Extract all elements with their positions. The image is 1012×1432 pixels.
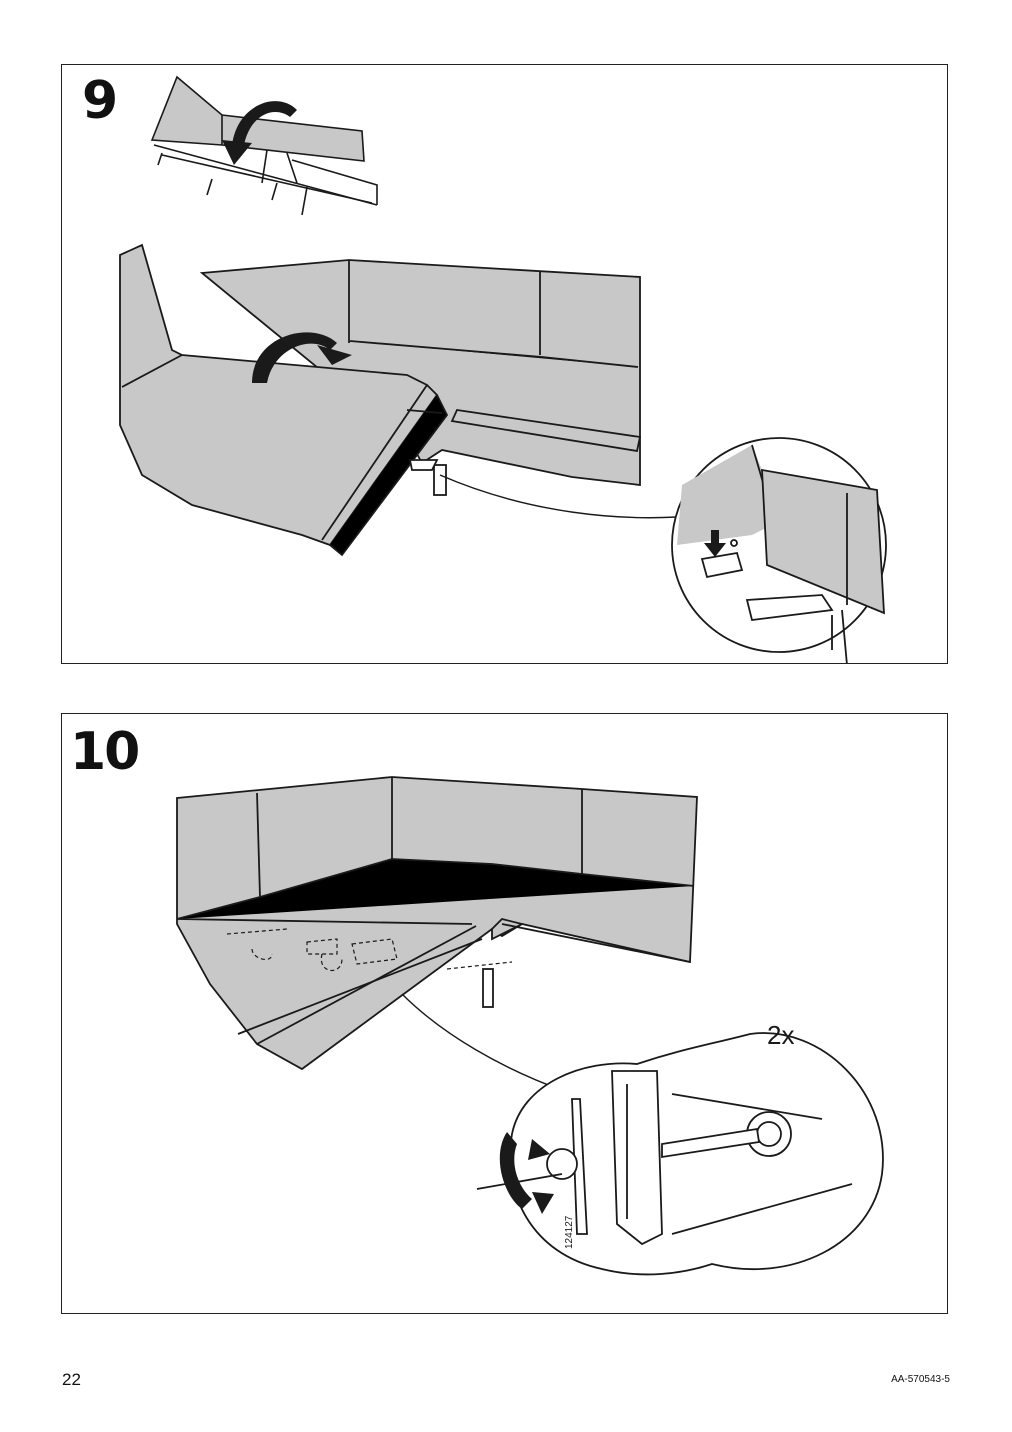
allen-key-icon bbox=[499, 1132, 554, 1214]
down-arrow-icon bbox=[704, 530, 726, 557]
quantity-label: 2x bbox=[767, 1020, 794, 1050]
step-9-panel: 9 bbox=[61, 64, 948, 664]
detail-magnifier-circle bbox=[671, 437, 887, 663]
step-10-panel: 10 bbox=[61, 713, 948, 1314]
rotate-arrow-icon bbox=[222, 101, 297, 165]
sofa-illustration bbox=[176, 776, 698, 1071]
step-9-illustration bbox=[119, 75, 887, 663]
detail-magnifier-circle bbox=[476, 1032, 884, 1276]
step-number: 9 bbox=[82, 71, 118, 131]
step-number: 10 bbox=[70, 722, 140, 782]
sofa-illustration bbox=[119, 243, 642, 557]
seat-underside-inset bbox=[150, 75, 378, 216]
step-10-illustration: 2x 124127 bbox=[176, 776, 884, 1276]
page-number: 22 bbox=[62, 1370, 81, 1389]
document-code: AA-570543-5 bbox=[891, 1374, 950, 1385]
rotate-arrow-icon bbox=[252, 332, 352, 383]
part-number-label: 124127 bbox=[564, 1215, 575, 1249]
